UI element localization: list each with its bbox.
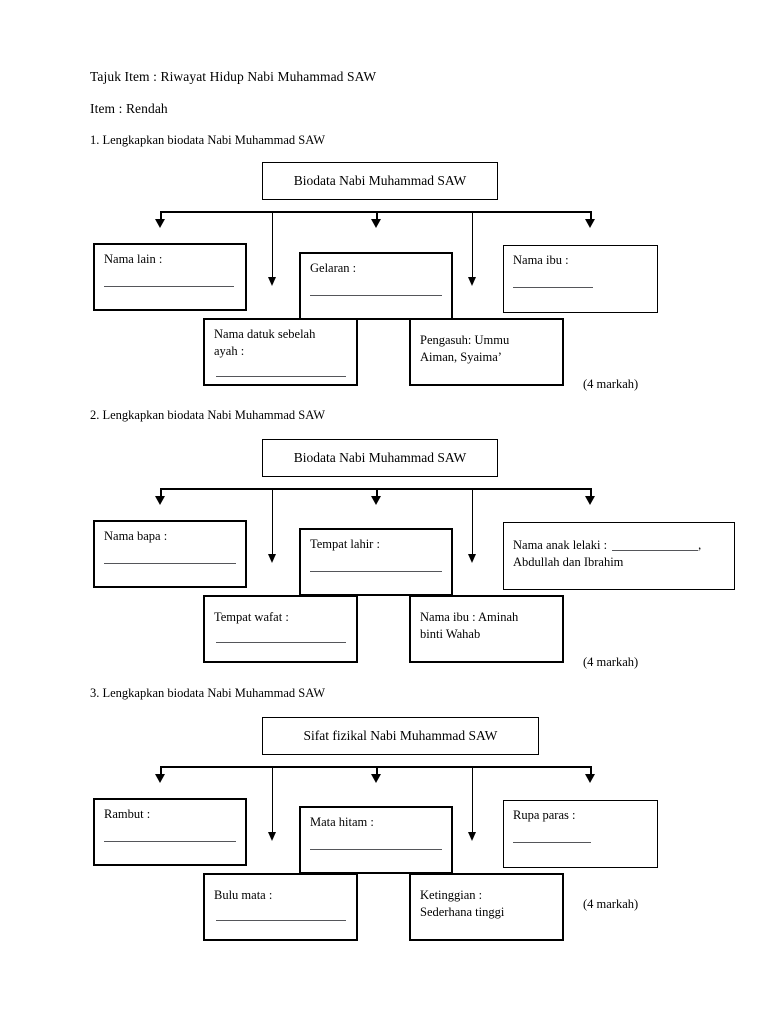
s3-arrow-2 bbox=[267, 832, 276, 841]
s3-arrow-3 bbox=[371, 774, 381, 783]
s2-connector-v4 bbox=[472, 488, 473, 560]
s2-arrow-2 bbox=[267, 554, 276, 563]
s2-box-nama-anak-lelaki-label2: Abdullah dan Ibrahim bbox=[513, 555, 624, 569]
s3-box-rupa-paras-label: Rupa paras : bbox=[513, 808, 576, 822]
s2-connector-v3 bbox=[376, 488, 378, 500]
s1-box-nama-datuk: Nama datuk sebelah ayah : bbox=[203, 318, 358, 386]
s2-box-nama-anak-lelaki-comma: , bbox=[698, 538, 702, 552]
s2-connector-v1 bbox=[160, 488, 162, 500]
s2-box-nama-anak-lelaki-label1: Nama anak lelaki : bbox=[513, 538, 608, 552]
s1-root-label: Biodata Nabi Muhammad SAW bbox=[293, 173, 467, 188]
s2-box-tempat-wafat: Tempat wafat : bbox=[203, 595, 358, 663]
s1-box-nama-lain: Nama lain : bbox=[93, 243, 247, 311]
s2-root-box: Biodata Nabi Muhammad SAW bbox=[262, 439, 498, 477]
s1-connector-v2 bbox=[272, 211, 273, 283]
s2-box-nama-anak-lelaki-blank[interactable] bbox=[612, 550, 699, 551]
s2-box-nama-ibu-label1: Nama ibu : Aminah bbox=[420, 610, 519, 624]
s1-arrow-2 bbox=[267, 277, 276, 286]
s2-arrow-3 bbox=[371, 496, 381, 505]
s1-box-nama-ibu-label: Nama ibu : bbox=[513, 253, 569, 267]
s3-box-ketinggian: Ketinggian : Sederhana tinggi bbox=[409, 873, 564, 941]
s2-root-label: Biodata Nabi Muhammad SAW bbox=[293, 450, 467, 465]
s3-box-mata-hitam-label: Mata hitam : bbox=[310, 815, 374, 829]
s2-connector-v2 bbox=[272, 488, 273, 560]
s1-box-nama-datuk-label1: Nama datuk sebelah bbox=[214, 327, 316, 341]
s1-box-nama-lain-blank[interactable] bbox=[104, 286, 234, 287]
tajuk-item-line: Tajuk Item : Riwayat Hidup Nabi Muhammad… bbox=[90, 69, 377, 84]
item-level-line: Item : Rendah bbox=[90, 101, 168, 116]
s1-connector-v4 bbox=[472, 211, 473, 283]
s2-arrow-4 bbox=[467, 554, 476, 563]
s1-box-gelaran-label: Gelaran : bbox=[310, 261, 357, 275]
s2-box-nama-bapa-blank[interactable] bbox=[104, 563, 236, 564]
s3-box-rupa-paras-blank[interactable] bbox=[513, 842, 591, 843]
s3-connector-v2 bbox=[272, 766, 273, 838]
question-3-text: 3. Lengkapkan biodata Nabi Muhammad SAW bbox=[90, 686, 326, 700]
s3-box-rambut-blank[interactable] bbox=[104, 841, 236, 842]
s3-box-mata-hitam: Mata hitam : bbox=[299, 806, 453, 874]
s2-connector-v5 bbox=[590, 488, 592, 500]
s2-arrow-1 bbox=[155, 496, 165, 505]
s1-box-gelaran-blank[interactable] bbox=[310, 295, 442, 296]
s1-arrow-4 bbox=[467, 277, 476, 286]
s1-connector-v1 bbox=[160, 211, 162, 223]
s3-box-rambut: Rambut : bbox=[93, 798, 247, 866]
s1-box-nama-datuk-blank[interactable] bbox=[216, 376, 346, 377]
s1-arrow-3 bbox=[371, 219, 381, 228]
s2-box-tempat-wafat-blank[interactable] bbox=[216, 642, 346, 643]
s1-connector-bus bbox=[160, 211, 591, 213]
s2-box-tempat-lahir: Tempat lahir : bbox=[299, 528, 453, 596]
s3-connector-v5 bbox=[590, 766, 592, 778]
s2-box-tempat-lahir-blank[interactable] bbox=[310, 571, 442, 572]
s2-box-nama-ibu-label2: binti Wahab bbox=[420, 627, 481, 641]
s1-box-gelaran: Gelaran : bbox=[299, 252, 453, 320]
s2-arrow-5 bbox=[585, 496, 595, 505]
s1-box-pengasuh: Pengasuh: Ummu Aiman, Syaima’ bbox=[409, 318, 564, 386]
s3-connector-bus bbox=[160, 766, 591, 768]
s3-root-label: Sifat fizikal Nabi Muhammad SAW bbox=[303, 728, 498, 743]
s3-box-mata-hitam-blank[interactable] bbox=[310, 849, 442, 850]
s3-box-bulu-mata-blank[interactable] bbox=[216, 920, 346, 921]
s3-connector-v3 bbox=[376, 766, 378, 778]
s1-connector-v5 bbox=[590, 211, 592, 223]
question-1-text: 1. Lengkapkan biodata Nabi Muhammad SAW bbox=[90, 133, 326, 147]
s1-box-nama-ibu: Nama ibu : bbox=[503, 245, 658, 313]
s1-box-nama-ibu-blank[interactable] bbox=[513, 287, 593, 288]
s3-box-bulu-mata: Bulu mata : bbox=[203, 873, 358, 941]
s1-box-nama-lain-label: Nama lain : bbox=[104, 252, 163, 266]
question-2-text: 2. Lengkapkan biodata Nabi Muhammad SAW bbox=[90, 408, 326, 422]
s1-root-box: Biodata Nabi Muhammad SAW bbox=[262, 162, 498, 200]
s2-box-nama-bapa-label: Nama bapa : bbox=[104, 529, 168, 543]
s3-connector-v4 bbox=[472, 766, 473, 838]
s1-arrow-5 bbox=[585, 219, 595, 228]
s3-connector-v1 bbox=[160, 766, 162, 778]
s3-root-box: Sifat fizikal Nabi Muhammad SAW bbox=[262, 717, 539, 755]
s1-box-pengasuh-label2: Aiman, Syaima’ bbox=[420, 350, 502, 364]
s2-box-tempat-lahir-label: Tempat lahir : bbox=[310, 537, 380, 551]
s1-box-nama-datuk-label2: ayah : bbox=[214, 344, 245, 358]
s3-box-rupa-paras: Rupa paras : bbox=[503, 800, 658, 868]
s3-arrow-4 bbox=[467, 832, 476, 841]
s1-arrow-1 bbox=[155, 219, 165, 228]
s1-connector-v3 bbox=[376, 211, 378, 223]
s2-box-nama-anak-lelaki: Nama anak lelaki :, Abdullah dan Ibrahim bbox=[503, 522, 735, 590]
s2-marks: (4 markah) bbox=[583, 655, 639, 669]
s3-arrow-5 bbox=[585, 774, 595, 783]
s3-box-ketinggian-label2: Sederhana tinggi bbox=[420, 905, 505, 919]
s2-box-nama-bapa: Nama bapa : bbox=[93, 520, 247, 588]
s1-box-pengasuh-label1: Pengasuh: Ummu bbox=[420, 333, 510, 347]
s3-arrow-1 bbox=[155, 774, 165, 783]
s1-marks: (4 markah) bbox=[583, 377, 639, 391]
s2-connector-bus bbox=[160, 488, 591, 490]
s3-box-ketinggian-label1: Ketinggian : bbox=[420, 888, 483, 902]
s3-box-rambut-label: Rambut : bbox=[104, 807, 151, 821]
s2-box-tempat-wafat-label: Tempat wafat : bbox=[214, 610, 289, 624]
s3-box-bulu-mata-label: Bulu mata : bbox=[214, 888, 273, 902]
s3-marks: (4 markah) bbox=[583, 897, 639, 911]
s2-box-nama-ibu: Nama ibu : Aminah binti Wahab bbox=[409, 595, 564, 663]
